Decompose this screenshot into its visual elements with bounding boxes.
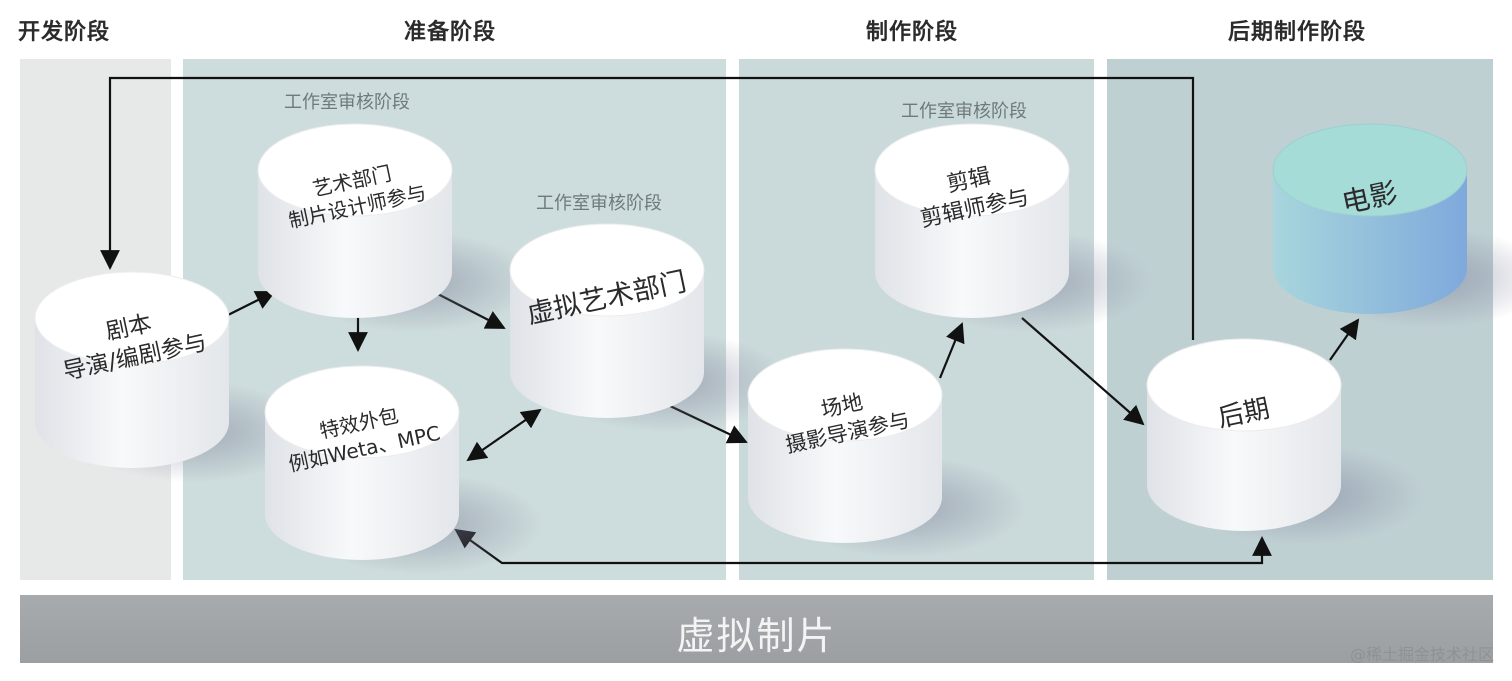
arrow-script-to-art [225, 291, 276, 317]
phase-title-preparation: 准备阶段 [404, 20, 497, 45]
loop-arrow-post-to-script [100, 76, 1195, 340]
arrow-vfx-virtual [466, 408, 542, 462]
node-top [747, 348, 943, 442]
node-top [1272, 123, 1468, 217]
node-side [35, 318, 229, 468]
review-label-prep-1: 工作室审核阶段 [284, 92, 410, 113]
node-top [509, 223, 705, 317]
node-virtual: 虚拟艺术部门 [509, 223, 789, 433]
node-side [1147, 385, 1341, 531]
node-top [874, 123, 1070, 217]
node-side [510, 270, 704, 418]
node-side [875, 170, 1069, 318]
node-side [748, 395, 942, 543]
watermark: @稀土掘金技术社区 [1349, 645, 1494, 664]
node-side [265, 412, 459, 560]
node-layer: 剧本导演/编剧参与艺术部门制片设计师参与特效外包例如Weta、MPC虚拟艺术部门… [34, 123, 1512, 575]
bottom-bar-label: 虚拟制片 [676, 614, 837, 658]
phase-title-post-production: 后期制作阶段 [1228, 20, 1367, 45]
node-post: 后期 [1146, 338, 1426, 546]
arrow-edit-to-post [1021, 317, 1145, 426]
review-label-prep-2: 工作室审核阶段 [536, 193, 662, 214]
arrow-location-to-edit [938, 322, 965, 379]
node-top [264, 365, 460, 459]
node-film: 电影 [1272, 123, 1512, 329]
node-top [1146, 338, 1342, 432]
node-side [258, 170, 452, 318]
bottom-bar: 虚拟制片 [20, 595, 1493, 663]
arrow-post-to-film [1329, 318, 1360, 361]
node-top [34, 271, 230, 365]
phase-title-production: 制作阶段 [866, 20, 959, 45]
phase-title-development: 开发阶段 [18, 20, 111, 45]
node-side [1273, 170, 1467, 314]
node-top [257, 123, 453, 217]
review-label-production: 工作室审核阶段 [901, 101, 1027, 122]
